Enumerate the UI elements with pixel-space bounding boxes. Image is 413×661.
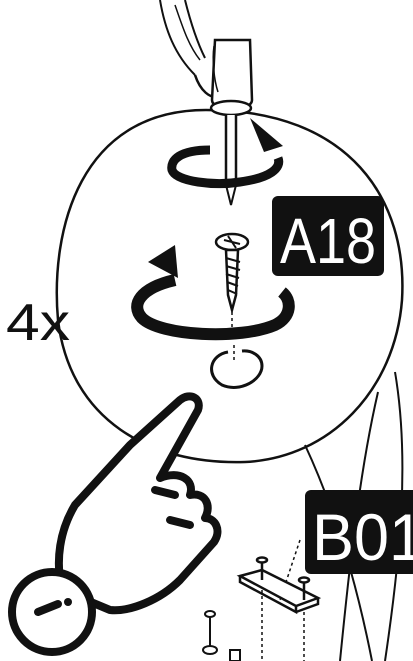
quantity-label: 4x — [6, 294, 70, 352]
part-tag-b01-label: B01 — [312, 500, 413, 574]
hole-ring — [210, 345, 264, 389]
rotate-clockwise-icon — [167, 118, 284, 188]
minus-icon — [8, 568, 96, 656]
part-tag-a18-label: A18 — [280, 205, 376, 277]
screw-icon — [214, 232, 250, 330]
hand-pointing-icon — [54, 392, 222, 615]
part-tag-a18: A18 — [272, 196, 384, 277]
part-tag-b01: B01 — [305, 490, 413, 574]
rotate-clockwise-icon — [131, 245, 295, 341]
bracket-part — [202, 556, 322, 661]
screwdriver-icon — [159, 0, 254, 206]
